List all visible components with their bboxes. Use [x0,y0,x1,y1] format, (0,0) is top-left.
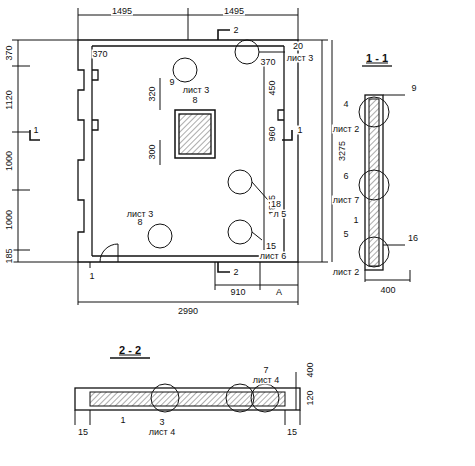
dimension-label: 8 [136,218,143,227]
panel-outline [78,40,298,262]
dimension-label: 960 [268,125,277,142]
dimension-label: 450 [268,79,277,96]
section-title: 2 - 2 [118,345,142,356]
dimension-label: 20 [292,42,304,51]
dimension-label: 1 [88,272,95,281]
dimension-label: лист 3 [286,54,314,63]
dimension-label: 15 [265,242,277,251]
dimension-label: лист 2 [332,125,360,134]
dimension-label: лист 3 [126,210,154,219]
dimension-label: 15 [77,428,89,437]
dimension-label: 2990 [177,307,199,316]
section-marks [30,30,292,272]
dimension-label: 8 [191,96,198,105]
dimension-label: 4 [342,100,349,109]
dimension-label: 3 [158,418,165,427]
dimension-label: 120 [306,389,315,406]
dimension-label: A [275,288,283,297]
dimension-label: 15 [286,428,298,437]
dimension-label: 16 [407,234,419,243]
dimension-label: 1120 [5,89,14,110]
dimension-label: 1 [352,216,359,225]
dimension-label: 1 [296,126,303,135]
dimension-label: 1 [119,416,126,425]
section-2-2 [75,358,300,425]
dimension-label: лист 2 [332,268,360,277]
dimension-label: лист 3 [182,86,210,95]
dimension-label: 18 [270,200,282,209]
dimension-label: лист 4 [148,428,176,437]
dimension-label: 9 [168,78,175,87]
dimension-label: 7 [262,366,269,375]
dimension-label: 1 [32,126,39,135]
dimension-label: 185 [5,247,14,264]
dimension-label: 3275 [338,140,347,162]
dimension-label: 370 [5,44,14,61]
section-1-1 [359,66,410,282]
section-title: 1 - 1 [365,53,389,64]
dimension-label: 1000 [5,209,14,231]
dimension-label: л 5 [273,210,288,219]
dimension-label: 320 [148,85,157,102]
dimension-label: 5 [342,230,349,239]
dimension-label: 300 [148,143,157,160]
dimension-label: 1495 [111,7,133,16]
dimension-label: 2 [232,268,239,277]
dimension-label: 400 [306,361,315,378]
dimension-label: 400 [379,286,396,295]
dimension-label: 370 [91,50,108,59]
dimension-label: 370 [259,58,276,67]
dimension-label: лист 4 [252,376,280,385]
dimension-label: 2 [232,26,239,35]
dimension-label: лист 6 [259,252,287,261]
dimension-label: 6 [342,172,349,181]
dimension-lines [12,8,332,305]
dimension-label: 1495 [223,7,245,16]
dimension-label: 1000 [5,150,14,172]
dimension-label: лист 7 [332,196,360,205]
detail-callouts [90,40,285,268]
dimension-label: 9 [410,84,417,93]
dimension-label: 910 [229,288,246,297]
